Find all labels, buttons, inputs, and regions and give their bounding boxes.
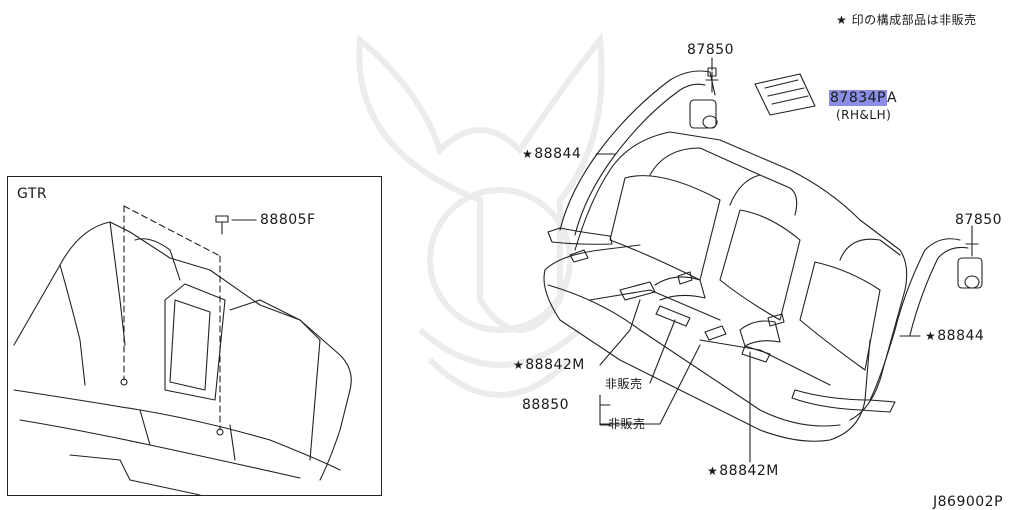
part-label-87850-top: 87850 (687, 42, 735, 58)
star-icon: ★ (925, 329, 937, 343)
part-number: 88844 (534, 146, 582, 162)
legend-note: ★ 印の構成部品は非販売 (836, 13, 977, 27)
part-number: 88842M (525, 357, 585, 373)
buckle-left (619, 281, 656, 301)
watermark-emblem (356, 32, 605, 398)
part-label-88805f: 88805F (260, 212, 316, 228)
part-label-88842m-left: ★88842M (513, 357, 585, 373)
part-suffix: A (886, 90, 898, 106)
buckle-right (739, 320, 781, 347)
part-label-88850: 88850 (522, 397, 570, 413)
part-label-88842m-right: ★88842M (707, 463, 779, 479)
part-note-rh-lh: (RH&LH) (836, 108, 892, 122)
not-sold-label-1: 非販売 (605, 377, 643, 391)
star-icon: ★ (707, 464, 719, 478)
seat-back (574, 131, 908, 421)
gtr-inset-frame (7, 176, 382, 496)
trim-plate (754, 73, 816, 116)
part-label-87850-right: 87850 (955, 212, 1003, 228)
inset-title: GTR (17, 186, 48, 202)
diagram-code: J869002P (933, 494, 1004, 510)
part-number: 88842M (719, 463, 779, 479)
retractor-left (689, 99, 717, 129)
part-number: 88844 (937, 328, 985, 344)
part-label-88844-left: ★88844 (522, 146, 581, 162)
seat-cushion (543, 269, 871, 442)
part-label-88844-right: ★88844 (925, 328, 984, 344)
inset-seat-drawing (13, 205, 352, 496)
star-icon: ★ (513, 358, 525, 372)
belt-left (559, 70, 716, 231)
not-sold-label-2: 非販売 (608, 417, 646, 431)
belt-right (869, 238, 961, 401)
part-highlight: 87834P (829, 90, 887, 106)
part-label-87834p: 87834PA (829, 90, 897, 106)
star-icon: ★ (522, 147, 534, 161)
